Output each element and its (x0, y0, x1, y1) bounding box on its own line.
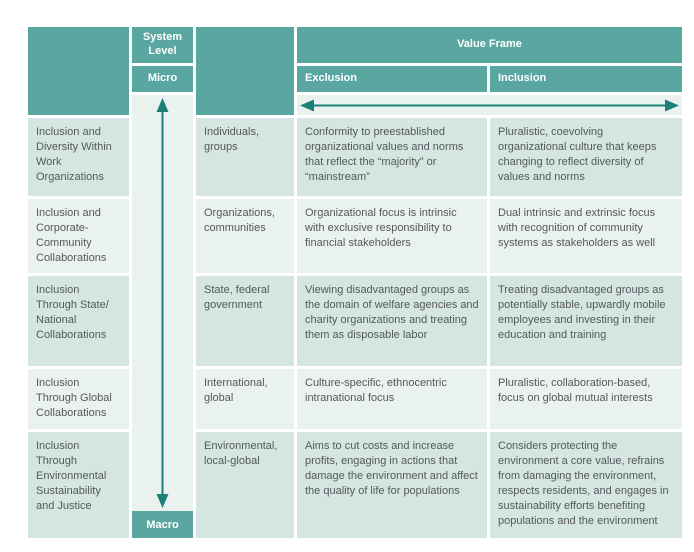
row-exclusion: Culture-specific, ethnocentric intranati… (297, 369, 487, 429)
exclusion-column-header: Exclusion (297, 66, 487, 92)
row-inclusion: Dual intrinsic and extrinsic focus with … (490, 199, 682, 273)
value-frame-header: Value Frame (297, 27, 682, 63)
micro-macro-double-arrow-icon (156, 98, 169, 508)
row-exclusion: Aims to cut costs and increase profits, … (297, 432, 487, 538)
row-topic: Inclusion Through Global Collaborations (28, 369, 129, 429)
row-inclusion: Pluralistic, coevolving organizational c… (490, 118, 682, 196)
row-level: Organizations, communities (196, 199, 294, 273)
row-topic: Inclusion Through Environmental Sustaina… (28, 432, 129, 538)
macro-label: Macro (132, 511, 193, 538)
corner-header-block (28, 27, 129, 115)
inclusion-value-frame-matrix: System Level Micro Value Frame Exclusion… (28, 27, 682, 538)
row-topic: Inclusion and Diversity Within Work Orga… (28, 118, 129, 196)
value-frame-axis-band (297, 95, 682, 115)
row-level: Individuals, groups (196, 118, 294, 196)
row-exclusion: Organizational focus is intrinsic with e… (297, 199, 487, 273)
row-level: State, federal government (196, 276, 294, 366)
inclusion-column-header: Inclusion (490, 66, 682, 92)
system-level-header: System Level (132, 27, 193, 63)
row-topic: Inclusion Through State/ National Collab… (28, 276, 129, 366)
row-level: Environmental, local-global (196, 432, 294, 538)
exclusion-inclusion-double-arrow-icon (300, 99, 679, 112)
system-level-axis-strip: Macro (132, 95, 193, 538)
row-inclusion: Pluralistic, collaboration-based, focus … (490, 369, 682, 429)
row-level: International, global (196, 369, 294, 429)
row-exclusion: Conformity to preestablished organizatio… (297, 118, 487, 196)
row-inclusion: Treating disadvantaged groups as potenti… (490, 276, 682, 366)
row-exclusion: Viewing disadvantaged groups as the doma… (297, 276, 487, 366)
micro-label: Micro (132, 66, 193, 92)
row-topic: Inclusion and Corporate-Community Collab… (28, 199, 129, 273)
row-inclusion: Considers protecting the environment a c… (490, 432, 682, 538)
level-column-header-block (196, 27, 294, 115)
